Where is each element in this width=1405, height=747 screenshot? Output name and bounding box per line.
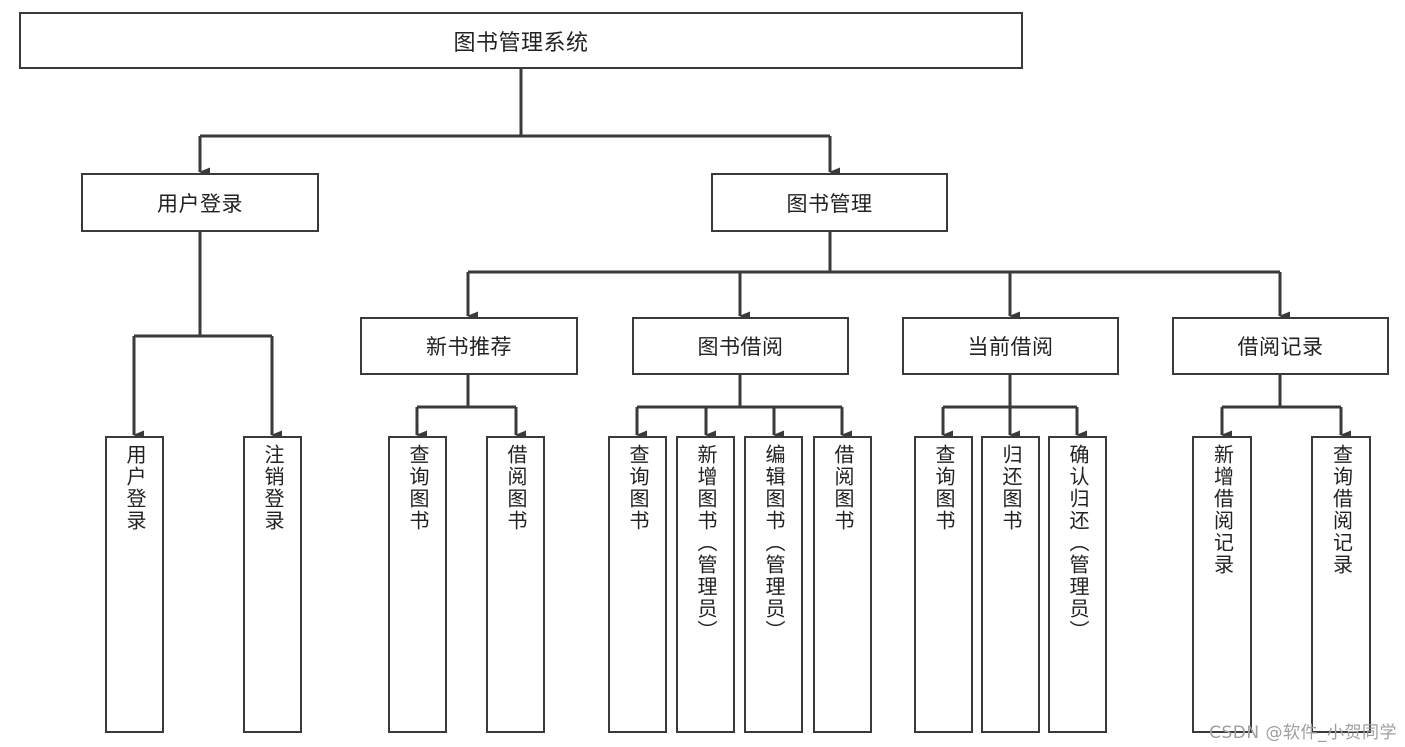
node-label: 图书借阅 [697, 335, 784, 359]
node-leaf-query-book-rec[interactable]: 查询图书 [388, 436, 447, 733]
node-root-system[interactable]: 图书管理系统 [19, 12, 1023, 69]
node-label: 查询图书 [626, 444, 650, 532]
node-label: 用户登录 [157, 191, 243, 216]
node-label: 查询图书 [932, 444, 956, 532]
node-book-borrow[interactable]: 图书借阅 [632, 317, 849, 375]
node-current-borrow[interactable]: 当前借阅 [902, 317, 1119, 375]
node-label: 新书推荐 [426, 335, 512, 359]
node-label: 新增借阅记录 [1210, 444, 1235, 576]
node-leaf-user-login[interactable]: 用户登录 [105, 436, 164, 733]
node-label: 借阅记录 [1237, 335, 1324, 359]
node-leaf-add-record[interactable]: 新增借阅记录 [1192, 436, 1252, 733]
node-leaf-confirm-return[interactable]: 确认归还（管理员） [1048, 436, 1107, 733]
connector-paths [132, 69, 1351, 440]
node-leaf-edit-book[interactable]: 编辑图书（管理员） [744, 436, 803, 733]
node-leaf-query-record[interactable]: 查询借阅记录 [1311, 436, 1371, 733]
node-label: 借阅图书 [831, 444, 855, 532]
node-leaf-borrow-book-rec[interactable]: 借阅图书 [486, 436, 545, 733]
node-user-login[interactable]: 用户登录 [81, 173, 319, 232]
node-leaf-return-book[interactable]: 归还图书 [981, 436, 1040, 733]
node-leaf-add-book[interactable]: 新增图书（管理员） [676, 436, 735, 733]
node-book-manage[interactable]: 图书管理 [711, 173, 948, 232]
node-label: 新增图书（管理员） [694, 444, 718, 642]
node-label: 编辑图书（管理员） [762, 444, 786, 642]
node-label: 查询图书 [406, 444, 430, 532]
node-label: 当前借阅 [967, 335, 1054, 359]
node-label: 图书管理 [786, 191, 873, 216]
node-label: 归还图书 [999, 444, 1023, 532]
node-label: 借阅图书 [504, 444, 528, 532]
node-label: 图书管理系统 [453, 30, 589, 56]
node-label: 用户登录 [123, 444, 147, 532]
node-label: 注销登录 [261, 444, 285, 532]
node-leaf-logout[interactable]: 注销登录 [243, 436, 302, 733]
node-label: 查询借阅记录 [1329, 444, 1354, 576]
node-leaf-query-book-cur[interactable]: 查询图书 [914, 436, 973, 733]
node-borrow-record[interactable]: 借阅记录 [1172, 317, 1389, 375]
node-new-book-rec[interactable]: 新书推荐 [360, 317, 578, 375]
node-leaf-borrow-book[interactable]: 借阅图书 [813, 436, 872, 733]
watermark-text: CSDN @软件_小贺同学 [1209, 723, 1397, 743]
node-leaf-query-book-borrow[interactable]: 查询图书 [608, 436, 667, 733]
node-label: 确认归还（管理员） [1066, 444, 1090, 642]
